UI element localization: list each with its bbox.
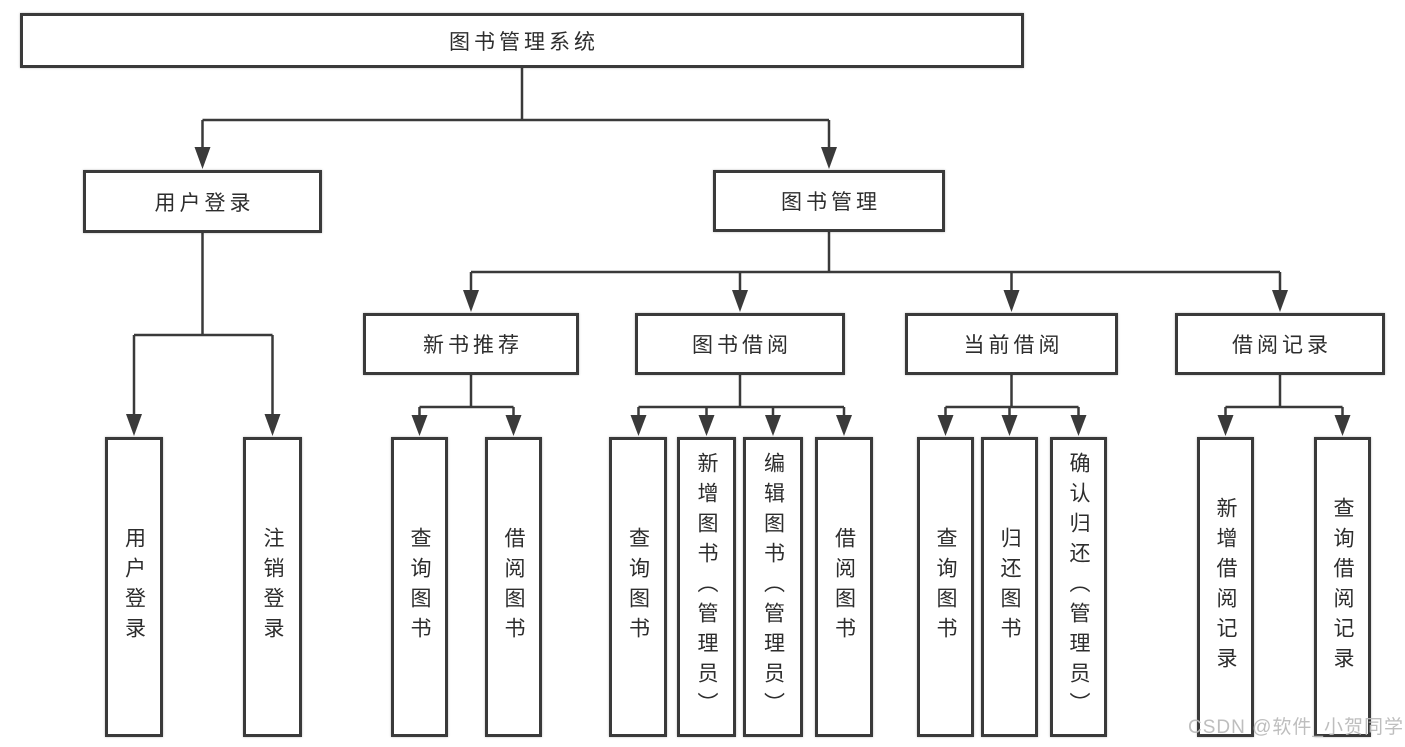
- node-library-management-system: 图书管理系统: [20, 13, 1024, 68]
- leaf-confirm-return-admin: 确认归还（管理员）: [1050, 437, 1107, 737]
- leaf-query-book-1: 查询图书: [391, 437, 448, 737]
- leaf-user-login: 用户登录: [105, 437, 163, 737]
- arrowheads: [126, 147, 1351, 436]
- leaf-query-book-2: 查询图书: [609, 437, 667, 737]
- leaf-return-book: 归还图书: [981, 437, 1038, 737]
- leaf-logout: 注销登录: [243, 437, 302, 737]
- csdn-watermark: CSDN @软件_小贺同学: [1188, 717, 1404, 738]
- node-user-login-branch: 用户登录: [83, 170, 322, 233]
- leaf-query-book-3: 查询图书: [917, 437, 974, 737]
- node-current-borrow: 当前借阅: [905, 313, 1118, 375]
- leaf-query-borrow-record: 查询借阅记录: [1314, 437, 1371, 737]
- leaf-borrow-book-1: 借阅图书: [485, 437, 542, 737]
- leaf-borrow-book-2: 借阅图书: [815, 437, 873, 737]
- node-book-management-branch: 图书管理: [713, 170, 945, 232]
- node-book-borrow: 图书借阅: [635, 313, 845, 375]
- leaf-add-book-admin: 新增图书（管理员）: [677, 437, 736, 737]
- node-borrow-record: 借阅记录: [1175, 313, 1385, 375]
- node-new-book-recommend: 新书推荐: [363, 313, 579, 375]
- leaf-add-borrow-record: 新增借阅记录: [1197, 437, 1254, 737]
- leaf-edit-book-admin: 编辑图书（管理员）: [743, 437, 803, 737]
